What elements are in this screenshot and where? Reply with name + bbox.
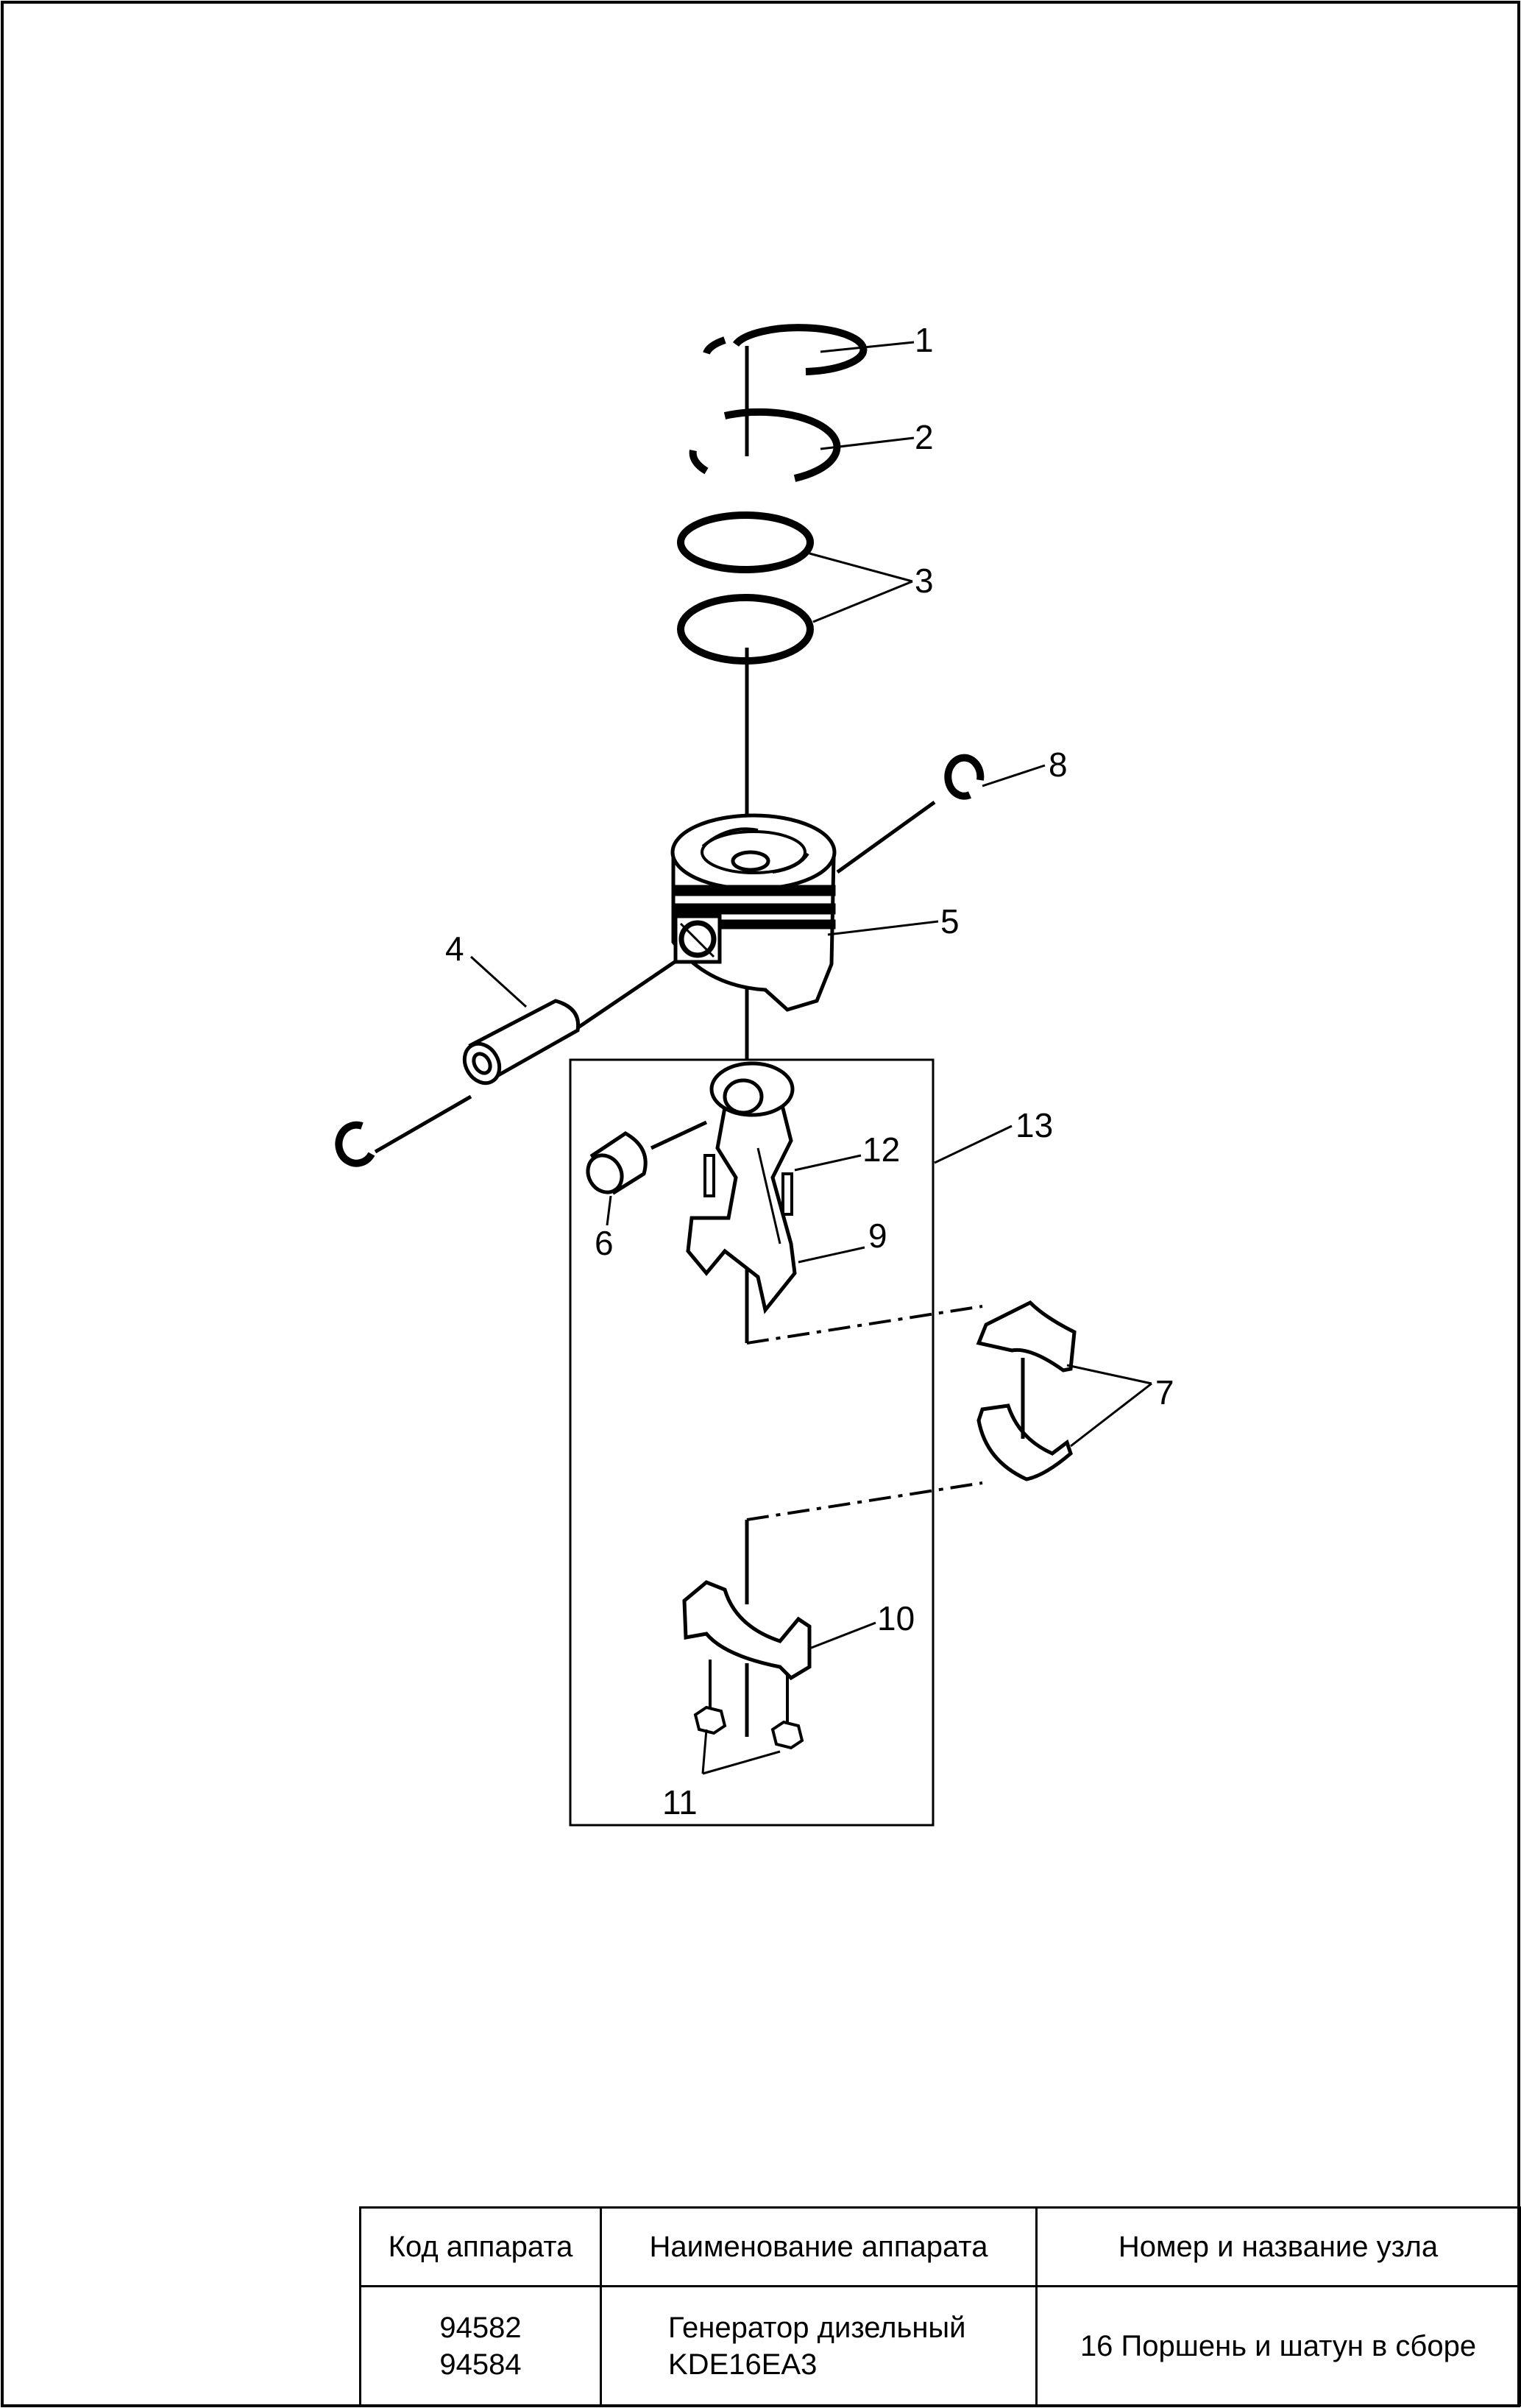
- conrod-nuts: [693, 1660, 804, 1750]
- callout-11: 11: [662, 1783, 698, 1821]
- leader-lines: [469, 341, 1152, 1775]
- header-unit: Номер и название узла: [1035, 2206, 1521, 2287]
- projection-lines: [746, 1305, 983, 1521]
- connecting-rod: [686, 1061, 797, 1314]
- callout-2: 2: [915, 418, 934, 456]
- name-value-2: KDE16EA3: [668, 2348, 818, 2381]
- callout-9: 9: [868, 1217, 887, 1255]
- oil-ring-lower: [677, 594, 814, 665]
- conrod-bolts: [703, 1154, 793, 1216]
- piston: [670, 813, 837, 1012]
- circlip-8: [944, 754, 985, 800]
- cell-name: Генератор дизельный KDE16EA3: [600, 2285, 1038, 2407]
- conrod-assembly-frame: [569, 1058, 935, 1827]
- callout-5: 5: [940, 902, 960, 941]
- small-end-bushing: [586, 1131, 648, 1195]
- circlip-left: [335, 1121, 375, 1167]
- callout-3: 3: [915, 562, 934, 600]
- callout-12: 12: [862, 1130, 900, 1169]
- pin-axis: [374, 800, 936, 1154]
- oil-ring-upper: [677, 511, 814, 573]
- bushing-axis: [650, 1120, 708, 1150]
- callout-1: 1: [915, 321, 934, 359]
- callout-10: 10: [877, 1599, 915, 1637]
- header-code: Код аппарата: [359, 2206, 602, 2287]
- title-block-table: Код аппарата Наименование аппарата Номер…: [359, 2206, 1521, 2407]
- code-value-1: 94582: [439, 2311, 522, 2344]
- cell-code: 94582 94584: [359, 2285, 602, 2407]
- callout-7: 7: [1155, 1373, 1174, 1412]
- conrod-cap: [682, 1580, 812, 1681]
- callout-6: 6: [595, 1224, 614, 1262]
- callout-4: 4: [445, 929, 464, 968]
- cell-unit: 16 Поршень и шатун в сборе: [1035, 2285, 1521, 2407]
- bearing-shells: [976, 1300, 1077, 1481]
- piston-ring-2: [689, 408, 841, 482]
- piston-pin: [462, 999, 581, 1086]
- name-value-1: Генератор дизельный: [668, 2311, 966, 2344]
- piston-ring-1: [703, 324, 868, 375]
- callout-13: 13: [1015, 1106, 1053, 1144]
- callout-8: 8: [1049, 746, 1068, 784]
- header-name: Наименование аппарата: [600, 2206, 1038, 2287]
- title-block-header-row: Код аппарата Наименование аппарата Номер…: [359, 2206, 1521, 2287]
- code-value-2: 94584: [439, 2348, 522, 2381]
- title-block-data-row: 94582 94584 Генератор дизельный KDE16EA3…: [359, 2285, 1521, 2407]
